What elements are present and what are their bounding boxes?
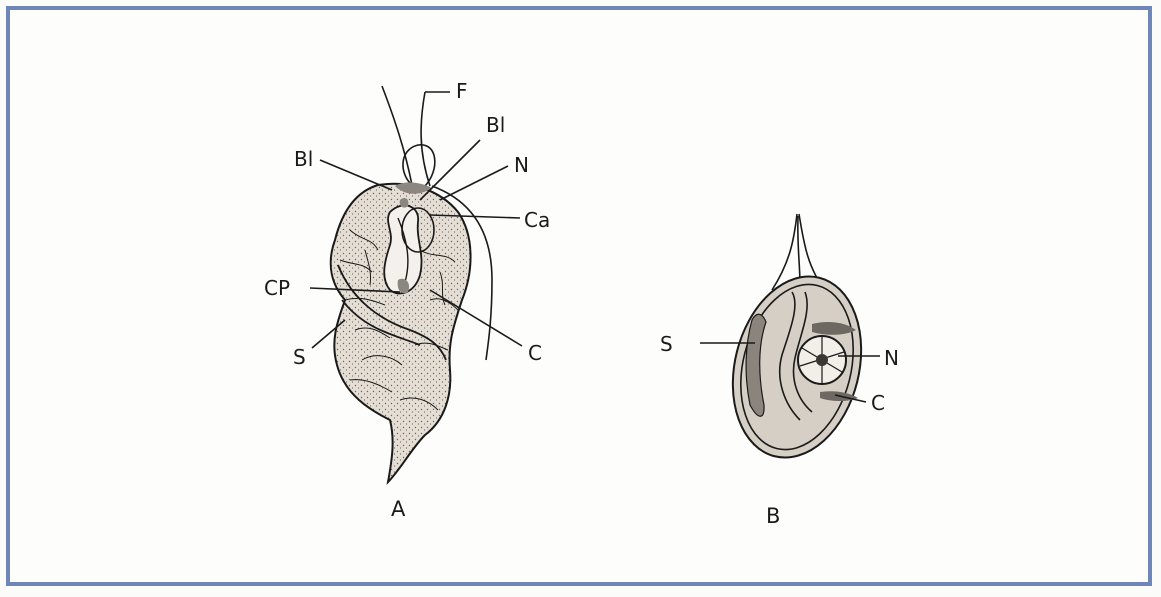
cell-b-wall [715, 263, 880, 472]
label-a-F: F [456, 79, 468, 103]
flagellum-right [421, 92, 430, 186]
flagellum-left [382, 86, 412, 185]
label-a-C: C [528, 341, 542, 365]
cell-a-drawing [310, 86, 522, 482]
label-b-S: S [660, 332, 673, 356]
caption-b: B [766, 504, 780, 528]
label-a-Bl-right: Bl [486, 113, 505, 137]
label-a-N: N [514, 153, 529, 177]
leader-Bl-right [420, 140, 480, 200]
label-a-CP: CP [264, 276, 290, 300]
label-a-Ca: Ca [524, 208, 550, 232]
leader-Bl-left [320, 160, 392, 190]
label-a-S: S [293, 345, 306, 369]
leader-N [440, 166, 508, 200]
label-a-Bl-left: Bl [294, 147, 313, 171]
cell-b-drawing [700, 214, 880, 471]
label-b-N: N [884, 346, 899, 370]
label-b-C: C [871, 391, 885, 415]
caption-a: A [391, 497, 406, 521]
